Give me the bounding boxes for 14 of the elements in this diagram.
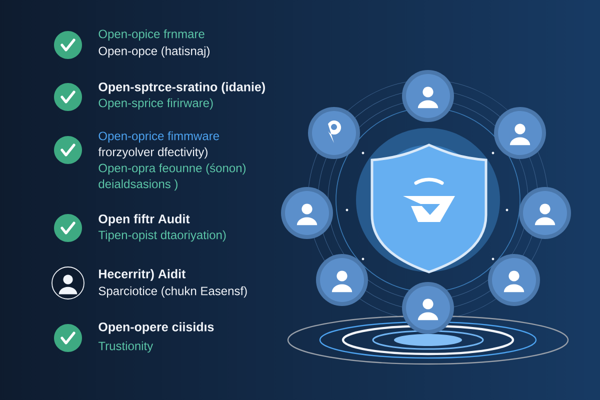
item-text: Open-oprice fimmware <box>98 131 219 143</box>
item-title: Open-sptrce-sratino (idanie) <box>98 82 265 94</box>
item-title: Open fiftr Audit <box>98 214 190 226</box>
item-text: Open-opra feounne (śonon) <box>98 163 246 175</box>
item-text: deialdsasions ) <box>98 179 178 191</box>
item-text: Tipen-opist dtaoriyation) <box>98 230 226 242</box>
item-text: Sparciotice (chukn Easensf) <box>98 286 247 298</box>
item-text: frorzyolver dfectivity) <box>98 147 208 159</box>
item-text: Open-sprice firirware) <box>98 98 213 110</box>
item-text: Trustionity <box>98 341 154 353</box>
item-title: Open-opere ciisidıs <box>98 322 214 334</box>
item-title: Hecerritr) Aidit <box>99 269 186 281</box>
item-text: Open-opce (hatisnaj) <box>98 46 210 58</box>
item-text: Open-opice frnmare <box>98 29 204 41</box>
